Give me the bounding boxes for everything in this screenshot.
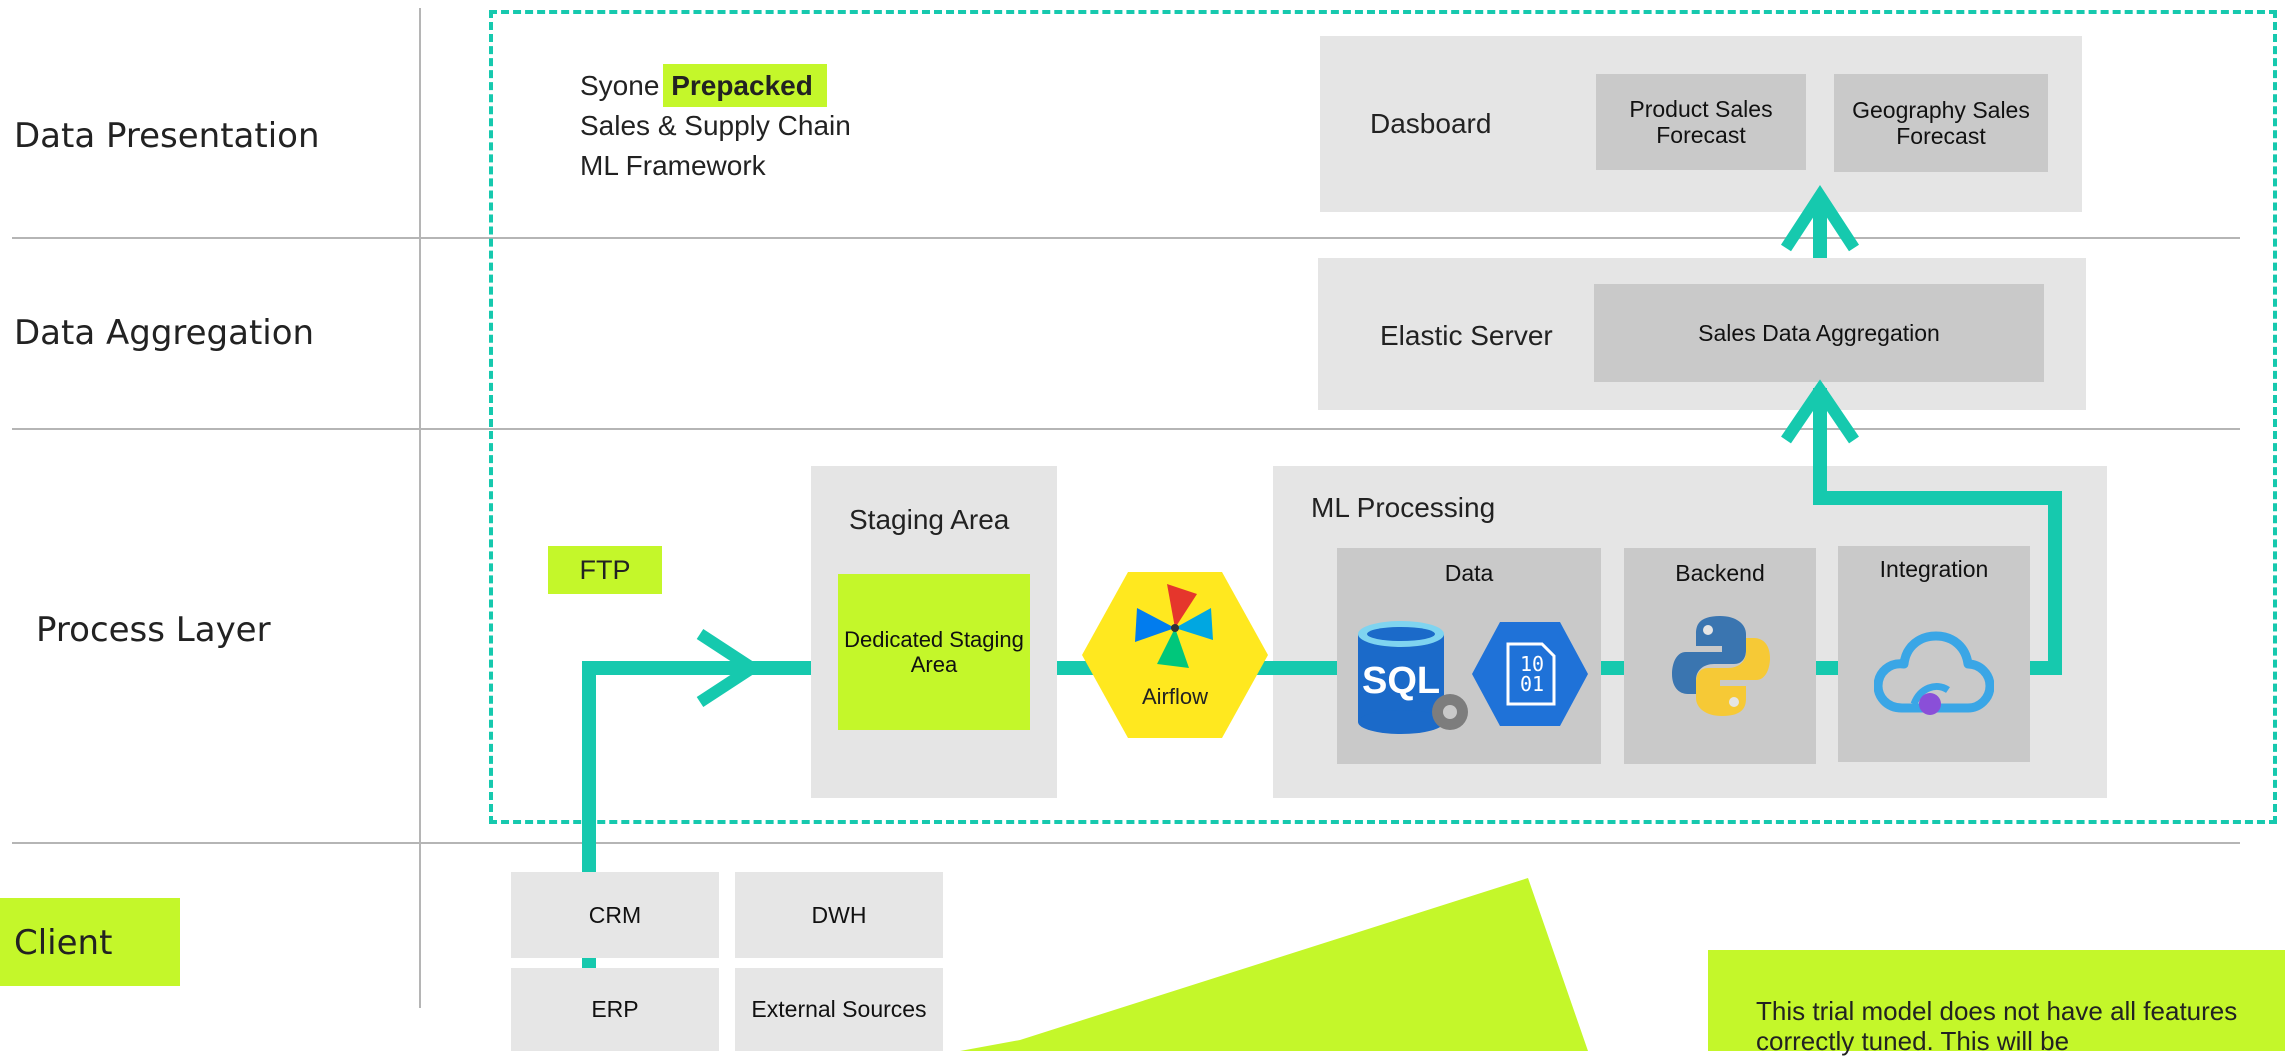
row-label-data-presentation: Data Presentation xyxy=(14,116,320,156)
brand-prepacked: Prepacked xyxy=(663,64,827,107)
integration-to-elastic-line xyxy=(1813,388,2062,675)
arrowhead-staging xyxy=(696,628,763,708)
brand-line-2: Sales & Supply Chain xyxy=(580,110,851,141)
sql-text: SQL xyxy=(1362,660,1441,702)
row-divider-3 xyxy=(12,842,2240,844)
staging-area-title: Staging Area xyxy=(849,504,1010,535)
row-label-client: Client xyxy=(14,923,113,963)
ml-integration-box[interactable]: Integration xyxy=(1838,546,2030,762)
row-divider-2 xyxy=(12,428,2240,430)
binary-file-icon: 10 01 xyxy=(1470,620,1590,728)
arrowhead-elastic xyxy=(1781,379,1859,444)
source-external[interactable]: External Sources xyxy=(735,968,943,1051)
trial-note-text: This trial model does not have all featu… xyxy=(1756,996,2238,1056)
cloud-integration-icon xyxy=(1874,631,1994,715)
brand-line-3: ML Framework xyxy=(580,150,766,181)
dashboard-title: Dasboard xyxy=(1370,108,1492,139)
client-to-staging-line xyxy=(582,661,811,968)
source-crm[interactable]: CRM xyxy=(511,872,719,958)
brand-line-1: Syone Prepacked xyxy=(580,64,851,107)
arrowhead-dashboard xyxy=(1780,185,1860,252)
ml-processing-title: ML Processing xyxy=(1311,492,1496,523)
ml-integration-label: Integration xyxy=(1879,556,1989,582)
brand-syone: Syone xyxy=(580,70,660,101)
sql-database-icon: SQL xyxy=(1354,618,1474,738)
product-sales-forecast-box[interactable]: Product Sales Forecast xyxy=(1596,74,1806,170)
row-label-data-aggregation: Data Aggregation xyxy=(14,313,315,353)
binary-top: 10 xyxy=(1519,652,1545,676)
airflow-hexagon-icon xyxy=(1082,572,1268,738)
sales-data-aggregation-box[interactable]: Sales Data Aggregation xyxy=(1594,284,2044,382)
row-label-process-layer: Process Layer xyxy=(36,610,271,650)
binary-bottom: 01 xyxy=(1519,672,1545,696)
dashboard-panel: Dasboard Product Sales Forecast Geograph… xyxy=(1320,36,2082,212)
client-label-highlight: Client xyxy=(0,898,180,986)
trial-note-panel: This trial model does not have all featu… xyxy=(1708,950,2285,1056)
dedicated-staging-area-box[interactable]: Dedicated Staging Area xyxy=(838,574,1030,730)
brand-block: Syone Prepacked Sales & Supply Chain ML … xyxy=(580,64,851,186)
ml-data-label: Data xyxy=(1444,560,1494,586)
row-divider-1 xyxy=(12,237,2240,239)
framework-boundary xyxy=(489,10,2277,824)
elastic-server-title: Elastic Server xyxy=(1380,320,1553,351)
airflow-label: Airflow xyxy=(1141,684,1208,709)
geography-sales-forecast-box[interactable]: Geography Sales Forecast xyxy=(1834,74,2048,172)
python-icon xyxy=(1672,616,1770,716)
source-erp[interactable]: ERP xyxy=(511,968,719,1051)
elastic-server-panel: Elastic Server Sales Data Aggregation xyxy=(1318,258,2086,410)
pinwheel-icon xyxy=(1135,584,1213,668)
binary-digits: 10 01 xyxy=(1510,654,1554,694)
ml-backend-label: Backend xyxy=(1675,560,1765,586)
airflow-node[interactable]: Airflow xyxy=(1080,570,1270,740)
source-dwh[interactable]: DWH xyxy=(735,872,943,958)
ftp-label: FTP xyxy=(548,546,662,594)
column-divider xyxy=(419,8,421,1008)
